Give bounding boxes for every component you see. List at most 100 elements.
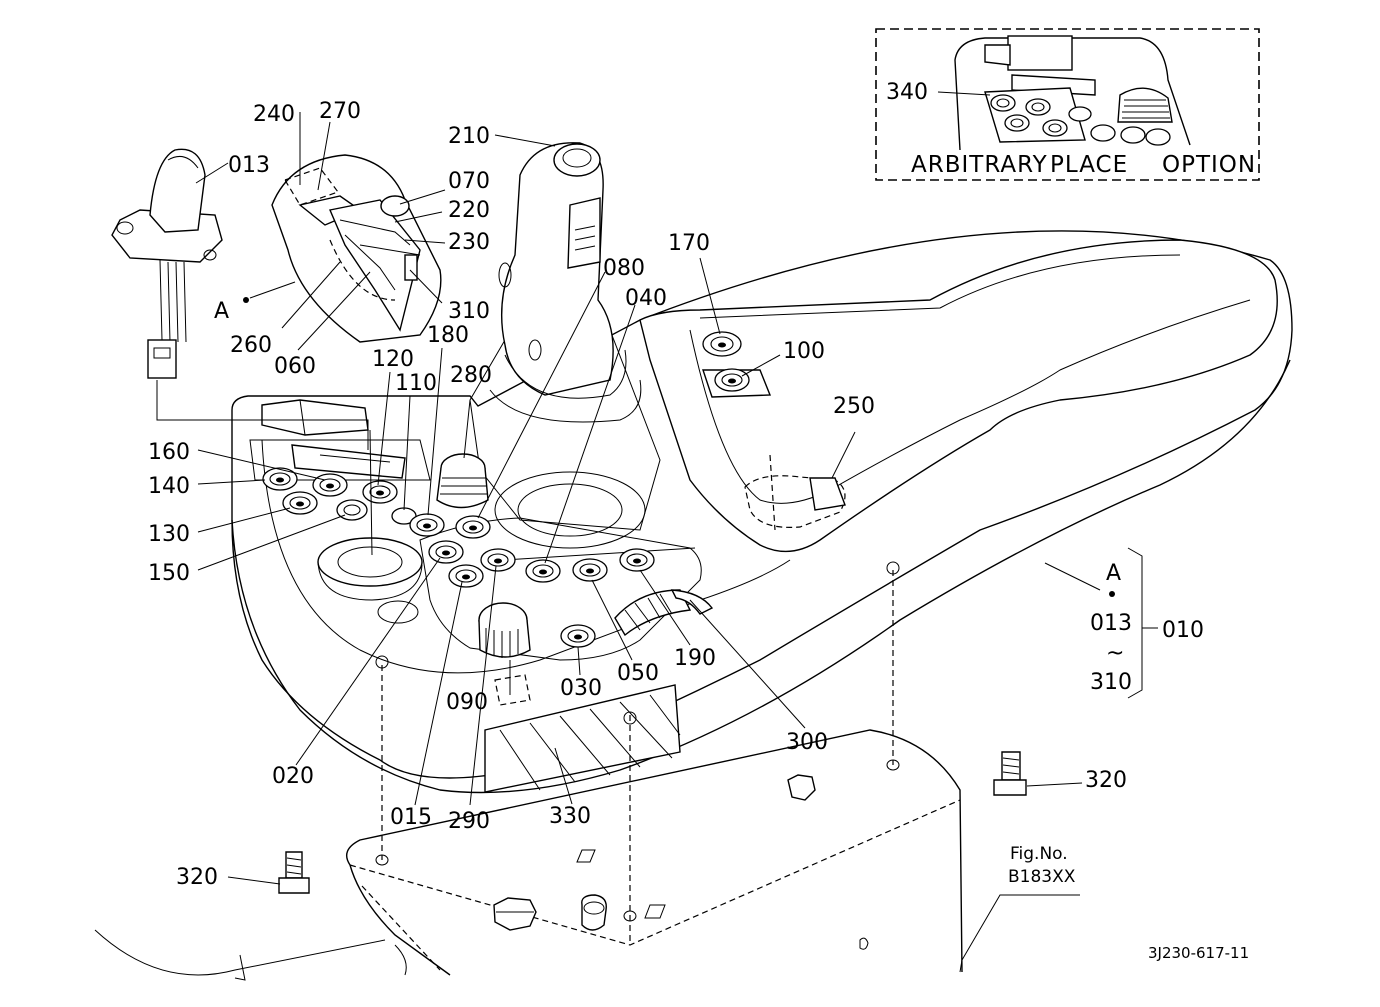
leader-070 [399,189,446,205]
figure-info: Fig.No. B183XX 3J230-617-11 [1008,844,1249,962]
joystick [489,142,642,423]
detail-ref-mark-a: A [214,299,229,324]
leader-280 [463,399,471,459]
option-inset: 340 ARBITRARY PLACE OPTION [875,28,1260,181]
assembly-range-from: 013 [1090,611,1132,636]
leader-210 [494,134,556,147]
leader-140 [197,479,266,485]
part-label-320-right: 320 [1085,768,1127,793]
part-label-060: 060 [274,354,316,379]
leader-150 [197,514,346,571]
part-label-280: 280 [450,363,492,388]
option-note-word3: OPTION [1162,152,1256,178]
leader-220 [394,211,443,223]
leader-170 [699,257,721,335]
leader-310 [409,269,443,304]
bolt-320-left [227,851,310,894]
part-label-070: 070 [448,169,490,194]
dial-280 [436,453,489,509]
leader-180 [427,347,443,516]
dial-090 [478,602,531,706]
assembly-ref-mark: A [1106,561,1121,586]
part-label-110: 110 [395,371,437,396]
part-label-050: 050 [617,661,659,686]
leader-340 [937,91,991,96]
leader-270 [317,121,331,191]
leader-060 [297,271,371,351]
part-label-015: 015 [390,805,432,830]
assembly-range-to: 310 [1090,670,1132,695]
part-label-140: 140 [148,474,190,499]
part-label-190: 190 [674,646,716,671]
part-label-290: 290 [448,809,490,834]
part-label-120: 120 [372,347,414,372]
part-label-310: 310 [448,299,490,324]
part-label-150: 150 [148,561,190,586]
leader-050 [591,579,633,661]
leader-290 [469,565,497,806]
part-label-040: 040 [625,286,667,311]
nut [493,897,537,931]
part-label-013: 013 [228,153,270,178]
part-label-170: 170 [668,231,710,256]
leader-190 [639,569,691,646]
figure-label: Fig.No. [1010,844,1068,864]
leader-015 [414,581,463,806]
leader-260 [281,261,341,329]
buttons [262,331,772,648]
leader-030 [577,646,581,676]
leader-130 [197,507,291,533]
nut-upper [787,774,816,801]
part-label-220: 220 [448,198,490,223]
leader-lines [197,134,806,806]
leader-080 [477,271,606,519]
part-label-250: 250 [833,394,875,419]
part-label-100: 100 [783,339,825,364]
part-label-160: 160 [148,440,190,465]
part-label-090: 090 [446,690,488,715]
leader-120 [377,371,391,486]
leader-040 [544,304,636,564]
leader-110 [403,395,411,511]
leader-330 [554,747,573,805]
leader-013 [195,162,229,184]
leader-100 [741,354,781,377]
figure-number: B183XX [1008,867,1076,887]
part-250 [744,431,856,531]
armrest-pad [639,239,1278,553]
leader-320-left [227,876,281,885]
part-label-180: 180 [427,323,469,348]
part-label-260: 260 [230,333,272,358]
bolt-320-right [993,751,1083,796]
part-label-340: 340 [886,80,928,105]
leader-230 [404,239,446,244]
part-label-330: 330 [549,804,591,829]
leader-020 [295,557,441,766]
assembly-bracket [959,547,1158,973]
part-label-130: 130 [148,522,190,547]
part-label-240: 240 [253,102,295,127]
switch-013 [111,148,369,450]
part-labels: 013 240 270 070 220 230 310 260 060 120 … [148,99,1204,890]
detail-a [243,112,446,351]
option-note-word1: ARBITRARY [911,152,1048,178]
inset-buttons [990,94,1171,146]
drawing-code: 3J230-617-11 [1148,944,1249,962]
leader-300 [689,599,806,729]
assembly-parent-part: 010 [1162,618,1204,643]
option-note-word2: PLACE [1050,152,1128,178]
leader-320-right [1026,782,1083,787]
part-label-300: 300 [786,730,828,755]
part-label-020: 020 [272,764,314,789]
part-label-320-left: 320 [176,865,218,890]
leader-160 [197,449,326,481]
leader-250 [831,431,856,479]
part-label-230: 230 [448,230,490,255]
part-label-270: 270 [319,99,361,124]
part-label-210: 210 [448,124,490,149]
mounting-lines [94,429,963,981]
part-label-080: 080 [603,256,645,281]
assembly-range-tilde: ~ [1106,641,1124,666]
